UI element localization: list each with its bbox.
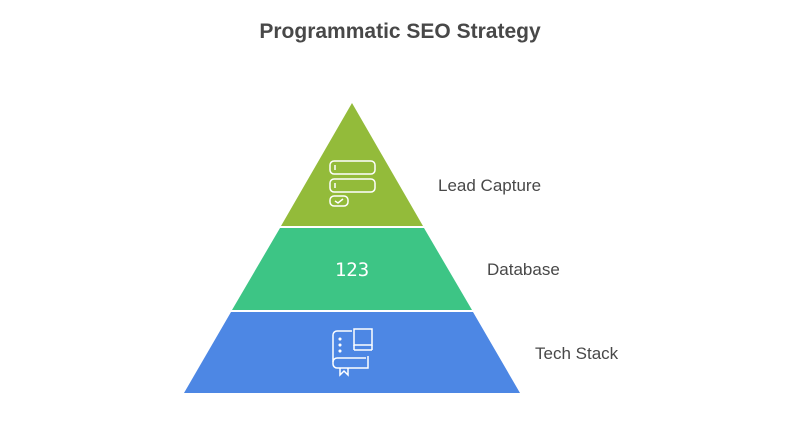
- numbers-icon: 123: [335, 259, 369, 281]
- tier-lead-capture: [281, 103, 423, 226]
- book-stack-icon: [332, 328, 373, 377]
- tier-label-lead-capture: Lead Capture: [438, 176, 542, 195]
- form-checklist-icon: [329, 160, 376, 207]
- tier-database: [232, 228, 472, 310]
- diagram-title: Programmatic SEO Strategy: [259, 20, 541, 43]
- tier-tech-stack: [184, 312, 520, 393]
- tier-label-tech-stack: Tech Stack: [535, 344, 619, 363]
- tier-label-database: Database: [487, 260, 560, 279]
